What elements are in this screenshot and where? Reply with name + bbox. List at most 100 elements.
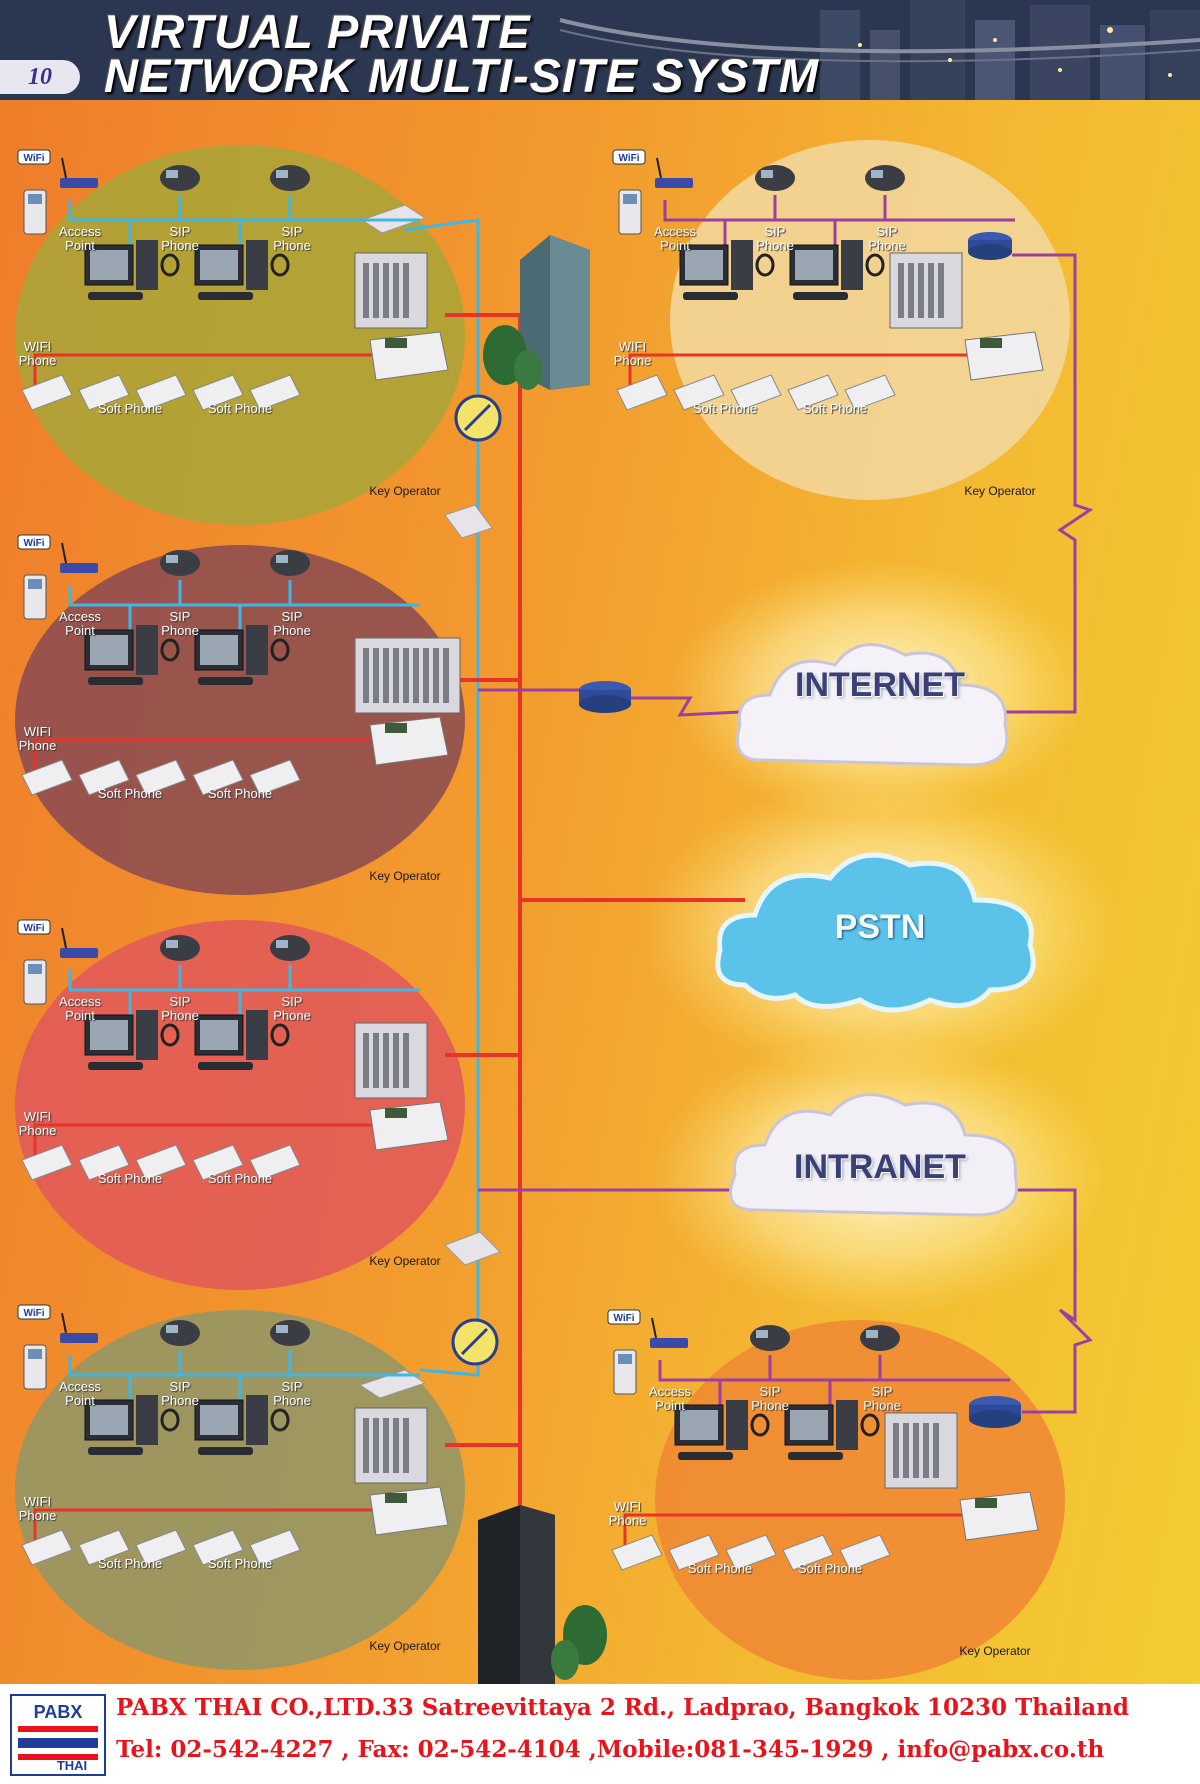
site-3-extension-phone-2-icon <box>78 1144 130 1181</box>
site-3-headset-1-icon <box>160 1023 180 1047</box>
firewall-gauge-icon-top <box>454 394 502 442</box>
site-3-access-point-icon <box>60 948 98 958</box>
site-5-equipment: WiFi <box>612 149 1044 411</box>
site-5-extension-phone-2-icon <box>673 374 725 411</box>
site-3-soft-phone-1-tower-icon <box>136 1010 158 1060</box>
site-5-headset-2-icon <box>865 253 885 277</box>
page-number: 10 <box>0 60 80 94</box>
site-2-soft-phone-2-tower-icon <box>246 625 268 675</box>
internet-to-site5-line <box>1000 253 1094 714</box>
site-4-access-point-label: Access Point <box>59 1379 101 1408</box>
site-1-wifi-badge-icon <box>17 149 51 165</box>
footer-contact: Tel: 02-542-4227 , Fax: 02-542-4104 ,Mob… <box>116 1736 1105 1763</box>
site-2-key-operator-label: Key Operator <box>369 869 441 883</box>
site-4-headset-2-icon <box>270 1408 290 1432</box>
pstn-cloud <box>715 852 1036 1013</box>
site-4-sip-phone-2-label: SIP Phone <box>273 1379 311 1408</box>
site-1-extension-phone-4-icon <box>192 374 244 411</box>
site-1-soft-phone-1-tower-icon <box>136 240 158 290</box>
site-4-equipment: WiFi <box>17 1304 449 1566</box>
site-6-extension-phone-4-icon <box>782 1534 834 1571</box>
site-4-key-operator-label: Key Operator <box>369 1639 441 1653</box>
site-4-soft-phone-1-tower-icon <box>136 1395 158 1445</box>
site-5-access-point-label: Access Point <box>654 224 696 253</box>
site-4-headset-1-icon <box>160 1408 180 1432</box>
site-1-lan-line <box>68 200 420 222</box>
router-icon-site6 <box>969 1396 1021 1428</box>
site-area-6 <box>655 1320 1065 1680</box>
site-1-key-operator-label: Key Operator <box>369 484 441 498</box>
site-1-sip-phone-2-label: SIP Phone <box>273 224 311 253</box>
site-3-soft-phone-1-label: Soft Phone <box>97 1171 163 1186</box>
site-4-soft-phone-1-label: Soft Phone <box>97 1556 163 1571</box>
site-2-extension-phone-5-icon <box>249 759 301 796</box>
lan-backbone-line <box>404 218 480 1377</box>
firewall-gauge-icon-bottom <box>451 1318 499 1366</box>
site-5-soft-phone-1-tower-icon <box>731 240 753 290</box>
site-2-headset-1-icon <box>160 638 180 662</box>
site-2-extension-phone-1-icon <box>21 759 73 796</box>
intranet-cloud <box>729 1093 1018 1217</box>
site-5-wifi-badge-icon <box>612 149 646 165</box>
site-3-wifi-phone-label: WIFI Phone <box>18 1109 57 1138</box>
site-5-extension-line <box>628 353 995 385</box>
site-6-soft-phone-2-tower-icon <box>836 1400 858 1450</box>
site-3-soft-phone-2-tower-icon <box>246 1010 268 1060</box>
site-6-access-point-label: Access Point <box>649 1384 691 1413</box>
site-1-extension-phone-1-icon <box>21 374 73 411</box>
site-1-equipment: WiFi <box>17 149 449 411</box>
internet-cloud <box>736 643 1009 767</box>
site-3-sip-phone-2-label: SIP Phone <box>273 994 311 1023</box>
site-2-wifi-badge-text: WiFi <box>23 538 44 549</box>
site-6-sip-phone-2-label: SIP Phone <box>863 1384 901 1413</box>
site-3-extension-phone-3-icon <box>135 1144 187 1181</box>
site-3-extension-phone-1-icon <box>21 1144 73 1181</box>
footer: PABX THAI PABX THAI CO.,LTD.33 Satreevit… <box>0 1684 1200 1784</box>
site-area-1 <box>15 145 465 525</box>
site-area-5 <box>670 140 1070 500</box>
router-icon-internet <box>579 681 631 713</box>
site-2-headset-2-icon <box>270 638 290 662</box>
internet-label: INTERNET <box>795 666 965 704</box>
site-area-3 <box>15 920 465 1290</box>
site-4-lan-line <box>68 1355 420 1377</box>
site-2-access-point-icon <box>60 563 98 573</box>
site-5-wifi-phone-label: WIFI Phone <box>613 339 652 368</box>
site-2-sip-phone-2-label: SIP Phone <box>273 609 311 638</box>
site-4-soft-phone-2-tower-icon <box>246 1395 268 1445</box>
site-6-extension-phone-5-icon <box>839 1534 891 1571</box>
site-5-lan-line <box>663 200 1015 222</box>
site-3-wifi-badge-icon <box>17 919 51 935</box>
site-6-access-point-icon <box>650 1338 688 1348</box>
site-5-soft-phone-1-label: Soft Phone <box>692 401 758 416</box>
site-1-access-point-icon <box>60 178 98 188</box>
site-3-key-operator-label: Key Operator <box>369 1254 441 1268</box>
site-4-wifi-badge-text: WiFi <box>23 1308 44 1319</box>
site-5-wifi-badge-text: WiFi <box>618 153 639 164</box>
site-6-extension-phone-3-icon <box>725 1534 777 1571</box>
site-4-extension-line <box>33 1508 400 1540</box>
site-1-headset-1-icon <box>160 253 180 277</box>
site-3-sip-phone-1-label: SIP Phone <box>161 994 199 1023</box>
footer-address: PABX THAI CO.,LTD.33 Satreevittaya 2 Rd.… <box>116 1694 1129 1721</box>
site-4-wifi-phone-label: WIFI Phone <box>18 1494 57 1523</box>
site-2-extension-phone-3-icon <box>135 759 187 796</box>
site-1-extension-line <box>33 353 400 385</box>
site-1-headset-2-icon <box>270 253 290 277</box>
site-5-key-operator-label: Key Operator <box>964 484 1036 498</box>
site-6-soft-phone-1-tower-icon <box>726 1400 748 1450</box>
site-3-lan-line <box>68 970 420 992</box>
site-2-wifi-phone-label: WIFI Phone <box>18 724 57 753</box>
site-6-extension-phone-1-icon <box>611 1534 663 1571</box>
site-4-wifi-badge-icon <box>17 1304 51 1320</box>
site-6-extension-phone-2-icon <box>668 1534 720 1571</box>
site-6-wifi-badge-text: WiFi <box>613 1313 634 1324</box>
site-3-soft-phone-2-label: Soft Phone <box>207 1171 273 1186</box>
site-1-wifi-phone-label: WIFI Phone <box>18 339 57 368</box>
site-4-extension-phone-3-icon <box>135 1529 187 1566</box>
site-1-wifi-badge-text: WiFi <box>23 153 44 164</box>
site-1-soft-phone-2-tower-icon <box>246 240 268 290</box>
site-area-4 <box>15 1310 465 1670</box>
